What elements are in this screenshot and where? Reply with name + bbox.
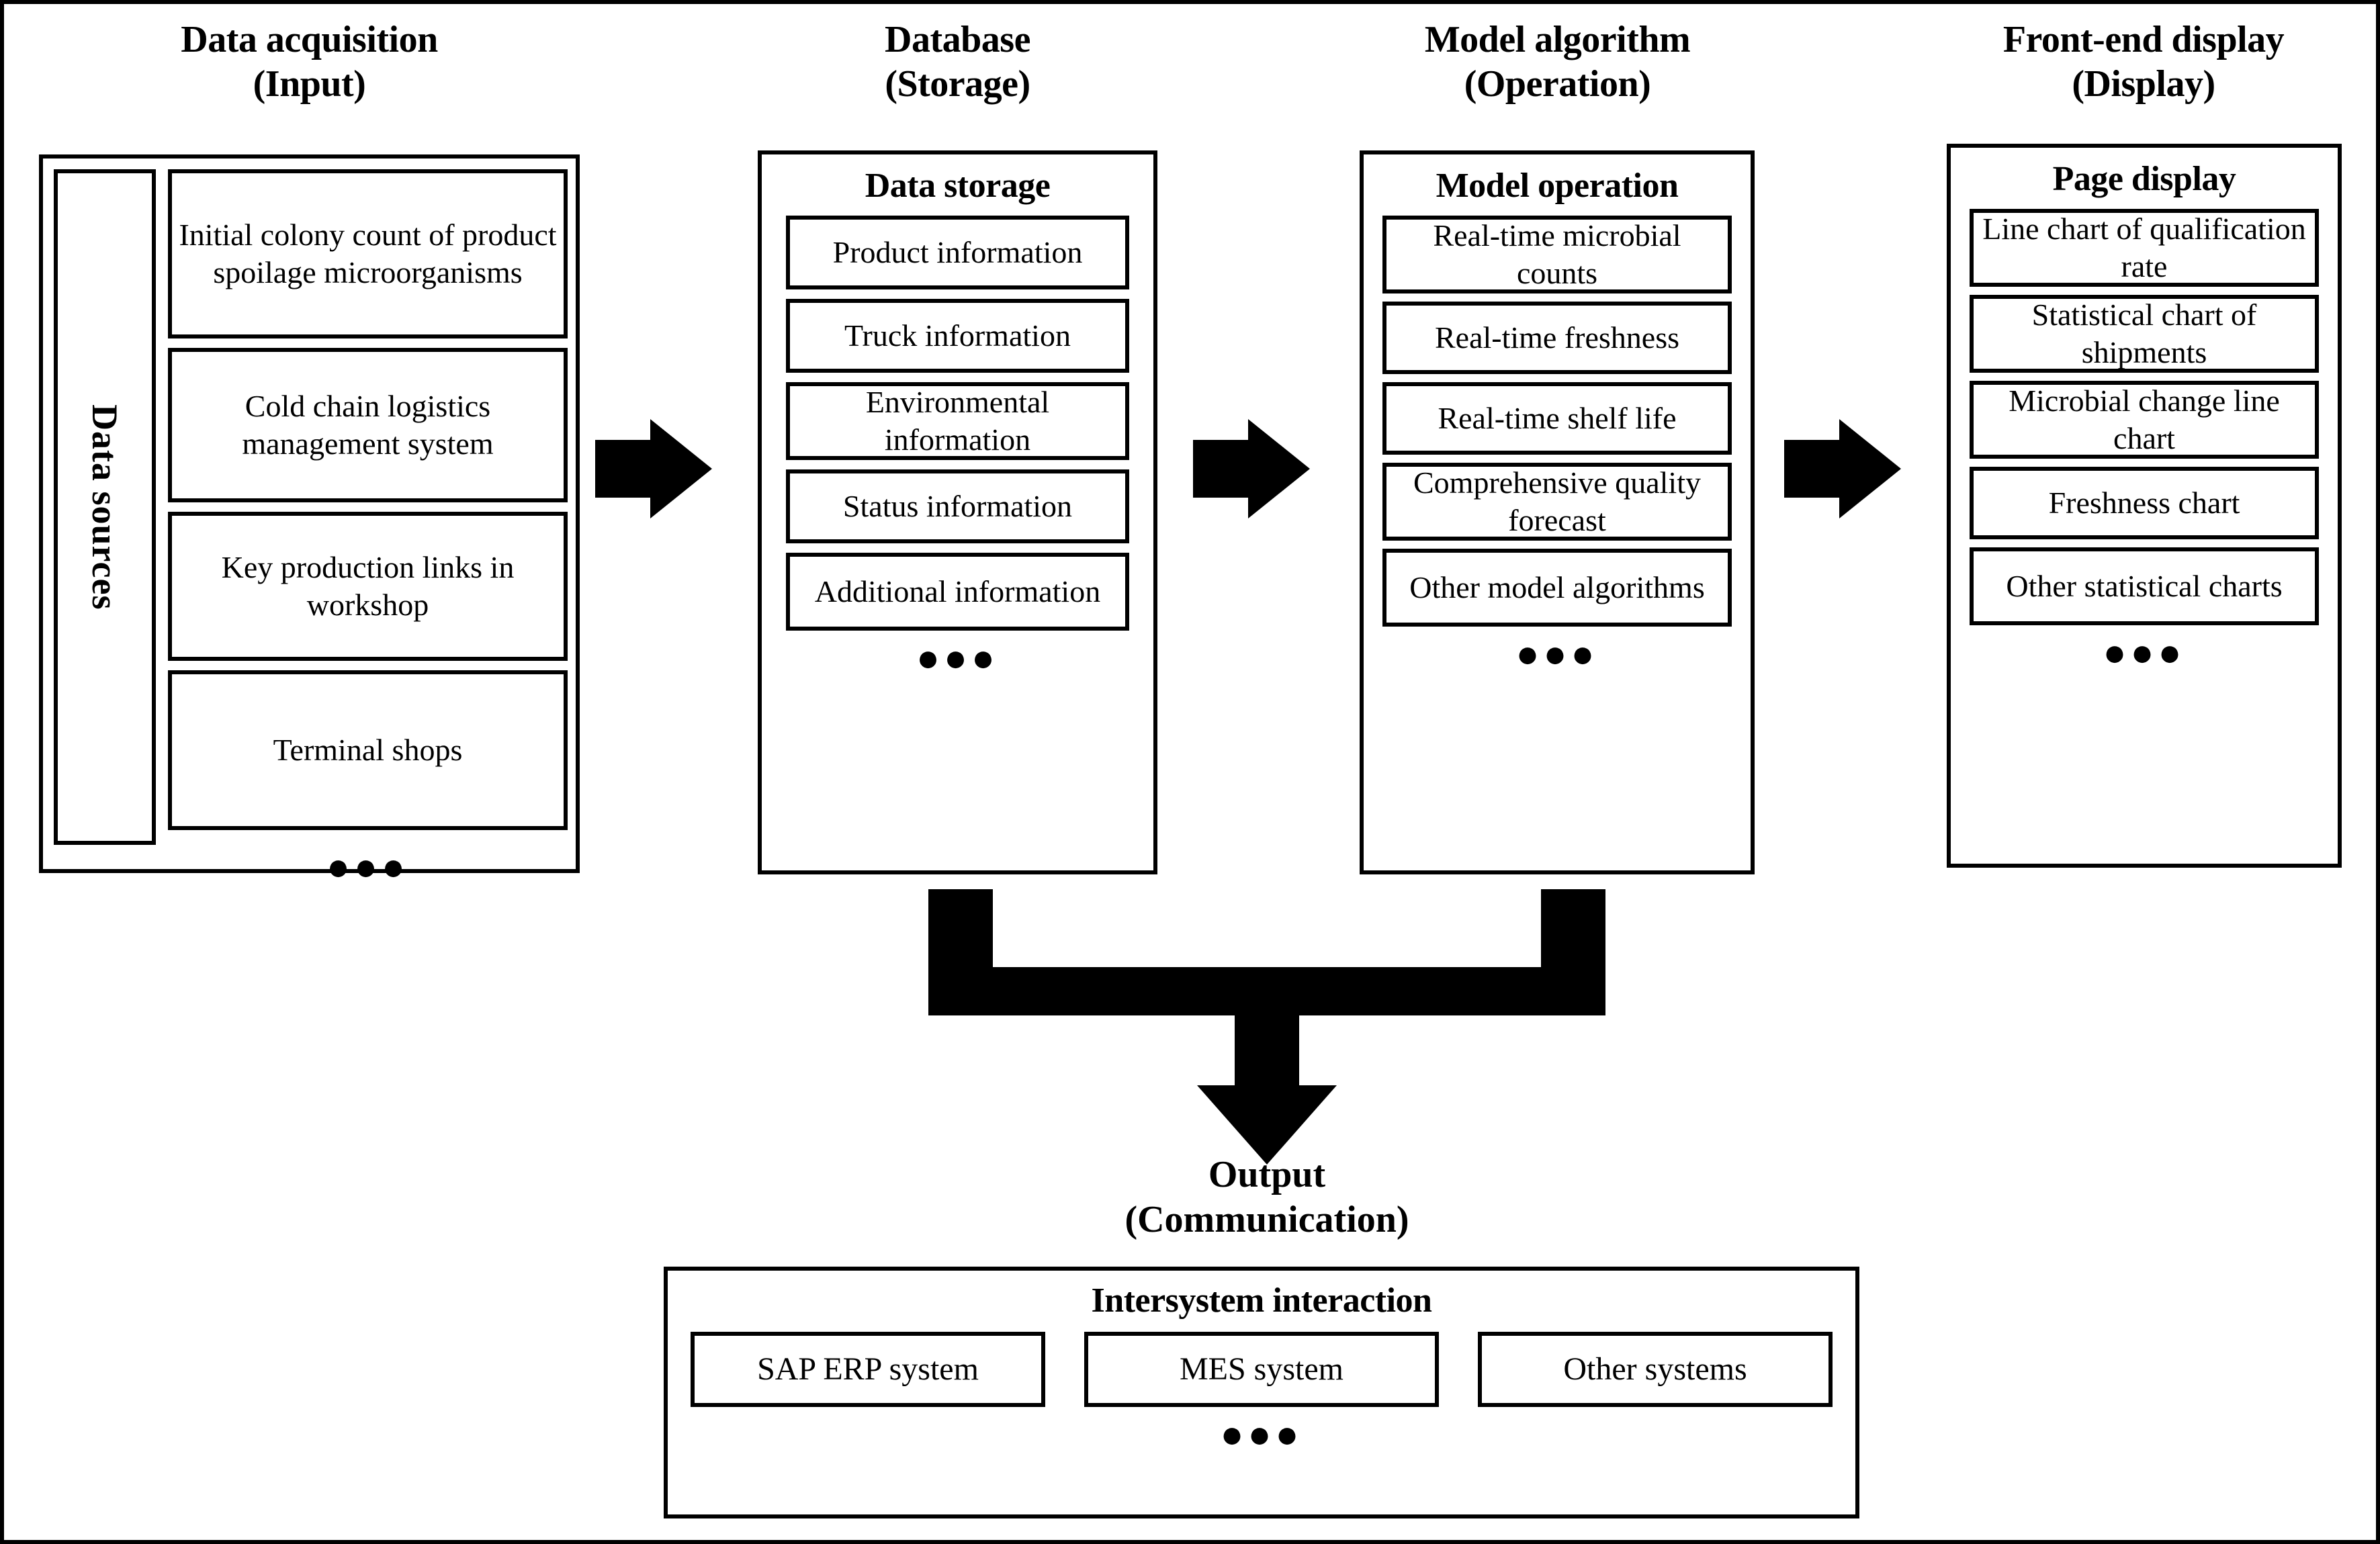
list-item[interactable]: Comprehensive quality forecast xyxy=(1382,463,1732,541)
list-item[interactable]: SAP ERP system xyxy=(691,1332,1045,1408)
ellipsis-icon: ●●● xyxy=(326,845,410,889)
panel-front-end-display: Page display Line chart of qualification… xyxy=(1947,144,2342,868)
list-item[interactable]: Additional information xyxy=(786,553,1129,631)
column-title-line2: (Operation) xyxy=(1464,63,1651,105)
arrow-shaft xyxy=(1193,440,1251,498)
merge-connector-bar xyxy=(928,967,1605,1015)
column-title-line2: (Storage) xyxy=(885,63,1030,105)
list-item[interactable]: Freshness chart xyxy=(1970,467,2319,540)
ellipsis-icon: ●●● xyxy=(1220,1412,1303,1457)
list-item[interactable]: Real-time microbial counts xyxy=(1382,216,1732,294)
list-item[interactable]: Statistical chart of shipments xyxy=(1970,295,2319,373)
panel-data-acquisition: Data sources Initial colony count of pro… xyxy=(39,154,580,889)
panel-intersystem-interaction: Intersystem interaction SAP ERP system M… xyxy=(664,1267,1859,1518)
arrow-right-icon-model-to-display xyxy=(1784,419,1906,518)
list-item[interactable]: Cold chain logistics management system xyxy=(168,348,568,502)
list-item[interactable]: Other model algorithms xyxy=(1382,549,1732,627)
arrow-down-icon-head xyxy=(1197,1085,1337,1165)
list-item[interactable]: Other systems xyxy=(1478,1332,1833,1408)
panel-title-model-operation: Model operation xyxy=(1436,167,1679,205)
arrow-head xyxy=(650,419,712,518)
arrow-shaft xyxy=(595,440,653,498)
panel-title-page-display: Page display xyxy=(2052,160,2236,198)
column-title-line2: (Display) xyxy=(2072,63,2215,105)
data-sources-label-box: Data sources xyxy=(54,169,156,845)
data-acquisition-item-list: Initial colony count of product spoilage… xyxy=(168,169,568,830)
ellipsis-icon: ●●● xyxy=(1515,632,1599,676)
list-item[interactable]: Terminal shops xyxy=(168,670,568,830)
column-title-front-end-display: Front-end display (Display) xyxy=(1932,17,2355,106)
column-title-model-algorithm: Model algorithm (Operation) xyxy=(1341,17,1774,106)
output-caption-line1: Output xyxy=(1208,1154,1326,1195)
list-item[interactable]: Product information xyxy=(786,216,1129,290)
list-item[interactable]: Line chart of qualification rate xyxy=(1970,209,2319,287)
list-item[interactable]: Real-time freshness xyxy=(1382,302,1732,375)
intersystem-item-list: SAP ERP system MES system Other systems xyxy=(668,1332,1855,1408)
list-item[interactable]: Initial colony count of product spoilage… xyxy=(168,169,568,338)
column-title-line1: Front-end display xyxy=(2002,19,2285,60)
column-title-line1: Model algorithm xyxy=(1424,19,1691,60)
model-operation-item-list: Real-time microbial counts Real-time fre… xyxy=(1364,216,1751,627)
arrow-down-shaft xyxy=(1235,1010,1299,1092)
output-caption: Output (Communication) xyxy=(965,1152,1569,1242)
ellipsis-icon: ●●● xyxy=(2103,631,2186,675)
column-title-data-acquisition: Data acquisition (Input) xyxy=(39,17,580,106)
list-item[interactable]: Other statistical charts xyxy=(1970,547,2319,626)
panel-title-intersystem-interaction: Intersystem interaction xyxy=(1091,1281,1432,1320)
panel-title-data-storage: Data storage xyxy=(865,167,1051,205)
list-item[interactable]: Microbial change line chart xyxy=(1970,381,2319,459)
list-item[interactable]: Key production links in workshop xyxy=(168,512,568,661)
column-title-line2: (Input) xyxy=(253,63,366,105)
ellipsis-icon: ●●● xyxy=(916,636,1000,680)
output-caption-line2: (Communication) xyxy=(1125,1199,1409,1241)
data-storage-item-list: Product information Truck information En… xyxy=(762,216,1153,631)
arrow-head xyxy=(1248,419,1310,518)
column-title-database: Database (Storage) xyxy=(758,17,1157,106)
list-item[interactable]: Real-time shelf life xyxy=(1382,382,1732,455)
arrow-shaft xyxy=(1784,440,1842,498)
page-display-item-list: Line chart of qualification rate Statist… xyxy=(1951,209,2338,626)
list-item[interactable]: Environmental information xyxy=(786,382,1129,461)
data-sources-label: Data sources xyxy=(85,404,125,610)
arrow-right-icon-database-to-model xyxy=(1193,419,1315,518)
arrow-right-icon-acquisition-to-database xyxy=(595,419,717,518)
column-title-line1: Database xyxy=(885,19,1030,60)
list-item[interactable]: Status information xyxy=(786,469,1129,544)
list-item[interactable]: MES system xyxy=(1084,1332,1439,1408)
panel-database: Data storage Product information Truck i… xyxy=(758,150,1157,874)
list-item[interactable]: Truck information xyxy=(786,299,1129,373)
column-title-line1: Data acquisition xyxy=(181,19,438,60)
panel-model-algorithm: Model operation Real-time microbial coun… xyxy=(1360,150,1755,874)
arrow-head xyxy=(1839,419,1901,518)
